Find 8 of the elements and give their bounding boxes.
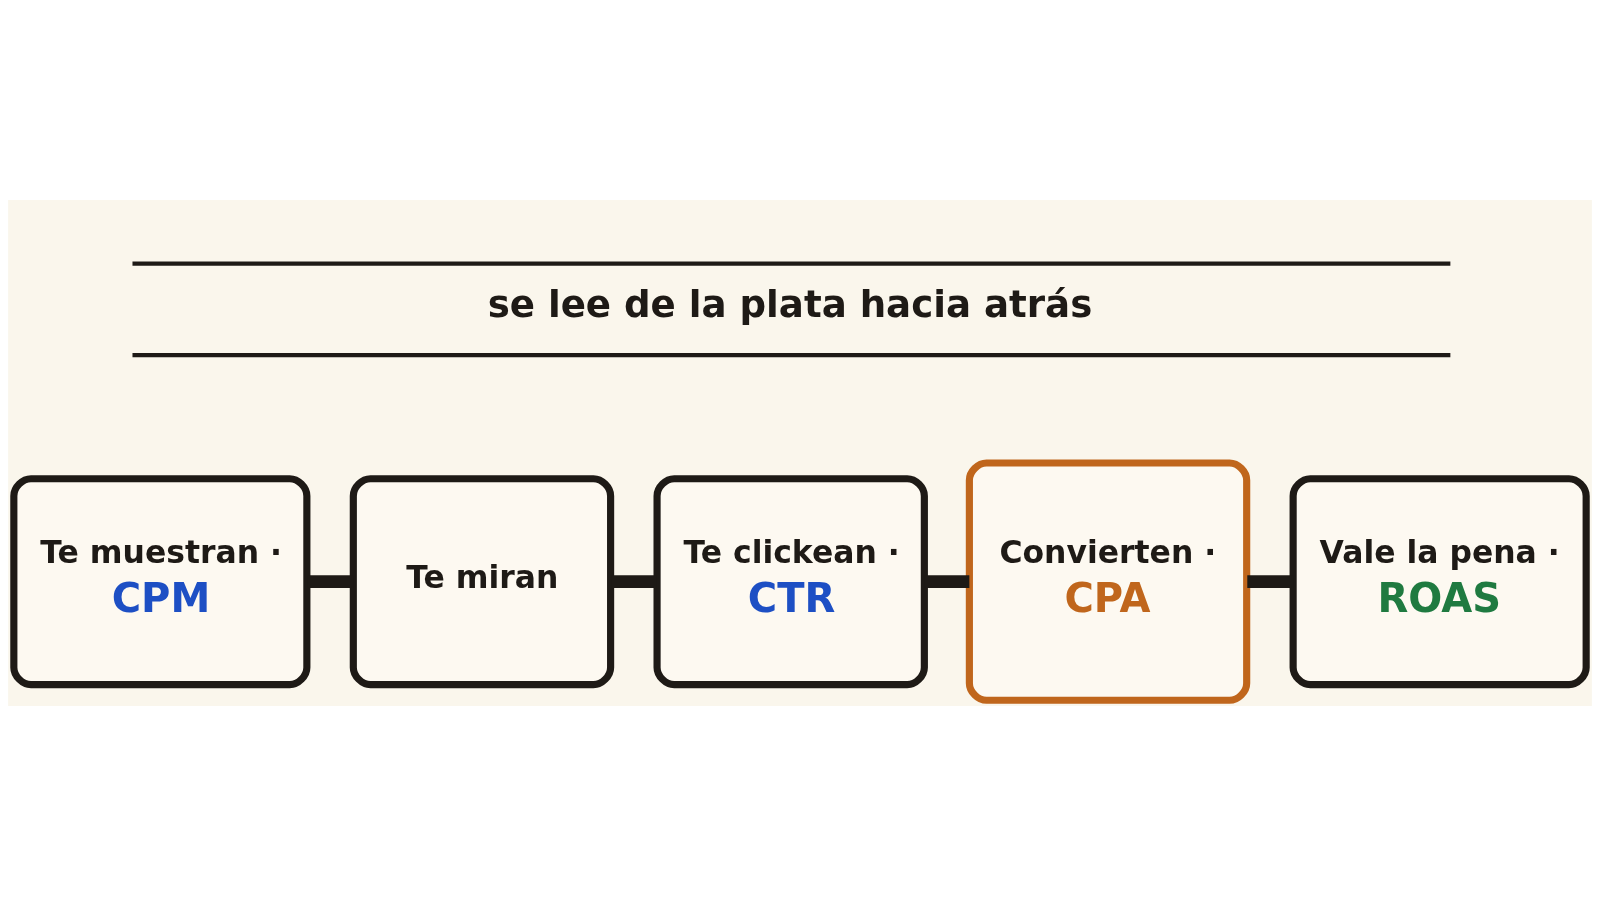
node-box: Vale la pena · ROAS bbox=[1289, 474, 1590, 688]
node-box: Te miran bbox=[349, 474, 615, 688]
node-box: Te muestran · CPM bbox=[10, 474, 311, 688]
label: se lee de la plata hacia atrás bbox=[487, 282, 1093, 326]
node-box: Te clickean · CTR bbox=[653, 474, 928, 688]
connector bbox=[611, 574, 657, 588]
connector bbox=[924, 574, 970, 588]
node-box: Convierten · CPA bbox=[965, 458, 1251, 704]
